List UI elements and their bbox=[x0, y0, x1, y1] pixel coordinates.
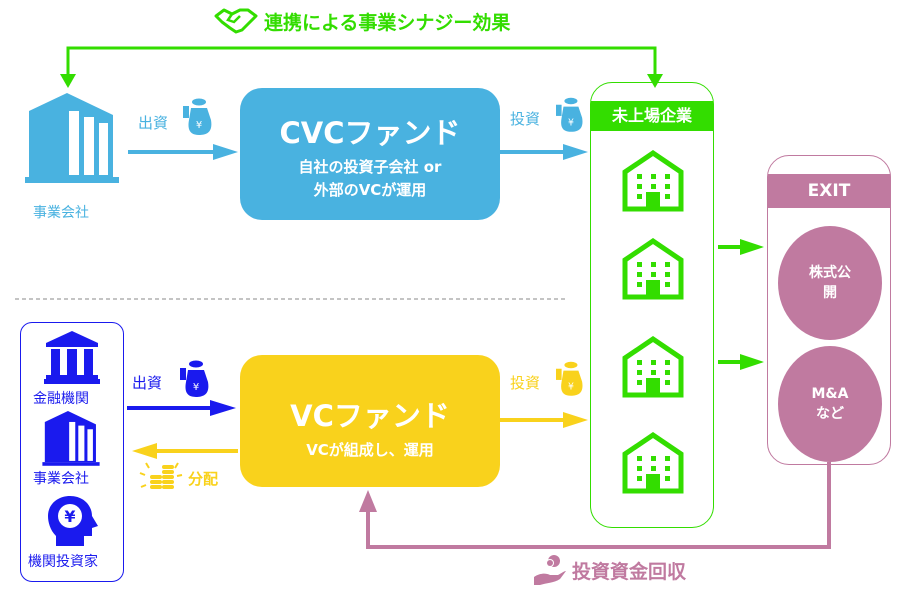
cvc-fund-line2: 外部のVCが運用 bbox=[313, 181, 427, 199]
synergy-label: 連携による事業シナジー効果 bbox=[264, 11, 511, 34]
handshake-icon bbox=[214, 8, 258, 34]
office-building-icon bbox=[25, 93, 119, 183]
startups-header: 未上場企業 bbox=[591, 101, 713, 131]
coins-icon bbox=[139, 462, 183, 489]
cvc-company-label: 事業会社 bbox=[33, 205, 89, 221]
synergy-header: 連携による事業シナジー効果 bbox=[214, 6, 510, 36]
recovery-connector bbox=[366, 462, 831, 549]
exit-option-ma-line1: M&A bbox=[811, 386, 849, 402]
money-bag-icon: ¥ bbox=[556, 361, 583, 396]
startups-container: 未上場企業 bbox=[590, 82, 714, 528]
vc-fund-box: VCファンド VCが組成し、運用 bbox=[240, 355, 500, 487]
exit-option-ma: M&A など bbox=[778, 346, 882, 462]
exit-header: EXIT bbox=[768, 174, 890, 208]
cvc-invest-label: 出資 bbox=[138, 114, 169, 132]
investors-container bbox=[20, 322, 124, 582]
investor-head-icon: ¥ bbox=[48, 496, 98, 546]
exit-header-label: EXIT bbox=[807, 181, 851, 201]
svg-text:¥: ¥ bbox=[568, 381, 574, 392]
office-building-icon bbox=[42, 411, 100, 466]
hand-coin-icon bbox=[534, 555, 566, 585]
synergy-arrowhead-left bbox=[60, 74, 76, 88]
vc-fund-line1: VCが組成し、運用 bbox=[306, 441, 434, 459]
money-bag-icon: ¥ bbox=[183, 98, 212, 135]
cvc-fund-title: CVCファンド bbox=[279, 116, 461, 150]
bank-icon bbox=[44, 331, 100, 384]
distribution-label: 分配 bbox=[188, 470, 219, 488]
svg-text:¥: ¥ bbox=[64, 507, 75, 526]
exit-option-ipo-line2: 開 bbox=[823, 285, 837, 301]
recovery-label: 投資資金回収 bbox=[572, 560, 687, 583]
svg-text:¥: ¥ bbox=[193, 382, 199, 393]
exit-option-ipo: 株式公 開 bbox=[778, 226, 882, 340]
synergy-connector bbox=[66, 46, 657, 80]
cvc-fund-line1: 自社の投資子会社 or bbox=[298, 158, 442, 176]
startups-header-label: 未上場企業 bbox=[611, 106, 692, 125]
svg-text:¥: ¥ bbox=[196, 120, 202, 131]
vc-invest-label: 出資 bbox=[132, 374, 163, 392]
investor-label-company: 事業会社 bbox=[33, 471, 89, 487]
recovery-arrowhead bbox=[359, 490, 377, 512]
money-bag-icon: ¥ bbox=[180, 360, 209, 397]
money-bag-icon: ¥ bbox=[556, 97, 583, 132]
exit-container: EXIT bbox=[767, 155, 891, 465]
cvc-fund-box: CVCファンド 自社の投資子会社 or 外部のVCが運用 bbox=[240, 88, 500, 220]
startup-building-icon bbox=[622, 238, 684, 300]
startup-building-icon bbox=[622, 336, 684, 398]
startup-building-icon bbox=[622, 150, 684, 212]
exit-option-ma-line2: など bbox=[816, 406, 844, 422]
investor-label-institutional: 機関投資家 bbox=[28, 554, 98, 570]
vc-fund-title: VCファンド bbox=[290, 399, 450, 433]
exit-option-ipo-line1: 株式公 bbox=[809, 265, 851, 281]
investor-label-financial: 金融機関 bbox=[33, 391, 89, 407]
startup-building-icon bbox=[622, 432, 684, 494]
recovery-header: 投資資金回収 bbox=[532, 553, 686, 587]
synergy-arrowhead-right bbox=[647, 74, 663, 88]
cvc-to-startups-label: 投資 bbox=[510, 110, 541, 128]
svg-text:¥: ¥ bbox=[568, 117, 574, 128]
vc-to-startups-label: 投資 bbox=[510, 374, 541, 392]
